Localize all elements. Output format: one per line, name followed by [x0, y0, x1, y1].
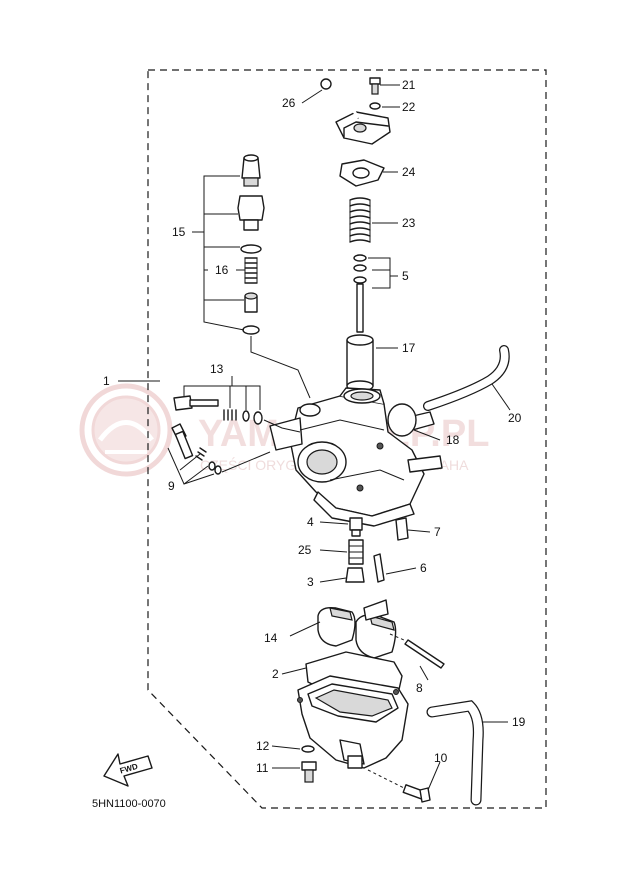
watermark-logo — [79, 383, 173, 477]
assembly-boundary — [147, 69, 547, 809]
main-jet-stack — [345, 517, 365, 583]
callout-4: 4 — [307, 515, 314, 529]
callout-5: 5 — [402, 269, 409, 283]
throttle-cap-assembly — [320, 77, 391, 145]
idle-screw-assembly — [171, 423, 222, 475]
starter-plunger-stack — [237, 154, 265, 335]
carburetor-body — [269, 387, 443, 527]
callout-25: 25 — [298, 543, 312, 557]
callout-18: 18 — [446, 433, 460, 447]
callout-23: 23 — [402, 216, 416, 230]
callout-22: 22 — [402, 100, 416, 114]
callout-14: 14 — [264, 631, 278, 645]
callout-24: 24 — [402, 165, 416, 179]
callouts: 1 2 3 4 5 6 7 8 9 10 11 12 13 14 15 16 1… — [103, 78, 526, 775]
callout-12: 12 — [256, 739, 270, 753]
drain-hose — [426, 700, 484, 806]
callout-3: 3 — [307, 575, 314, 589]
callout-21: 21 — [402, 78, 416, 92]
throttle-spring — [349, 197, 371, 243]
callout-26: 26 — [282, 96, 296, 110]
jet-needle — [356, 283, 364, 333]
throttle-valve — [346, 334, 374, 392]
vent-hose-20 — [423, 345, 510, 411]
fwd-arrow-icon: FWD — [103, 753, 153, 787]
callout-16: 16 — [215, 263, 229, 277]
callout-11: 11 — [256, 761, 269, 775]
callout-20: 20 — [508, 411, 522, 425]
diagram-code: 5HN1100-0070 — [92, 798, 166, 810]
float-assembly — [317, 599, 397, 659]
o-ring-18 — [387, 403, 417, 437]
callout-10: 10 — [434, 751, 448, 765]
callout-13: 13 — [210, 362, 224, 376]
callout-15: 15 — [172, 225, 186, 239]
bowl-screw — [301, 761, 317, 783]
drain-screw — [402, 784, 431, 803]
callout-19: 19 — [512, 715, 526, 729]
callout-1: 1 — [103, 374, 110, 388]
callout-6: 6 — [420, 561, 427, 575]
float-pin — [404, 639, 445, 669]
float-bowl — [297, 675, 409, 769]
pilot-screw-assembly — [173, 395, 263, 425]
pilot-jet — [395, 517, 409, 541]
needle-jet — [373, 553, 385, 583]
callout-8: 8 — [416, 681, 423, 695]
callout-7: 7 — [434, 525, 441, 539]
callout-17: 17 — [402, 341, 416, 355]
callout-9: 9 — [168, 479, 175, 493]
callout-2: 2 — [272, 667, 279, 681]
